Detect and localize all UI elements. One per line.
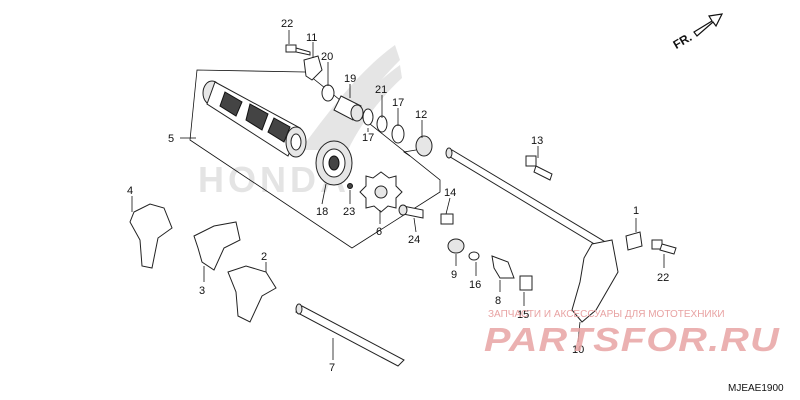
callout-22-top: 22 (281, 18, 293, 30)
watermark-tagline: ЗАПЧАСТИ И АКСЕССУАРЫ ДЛЯ МОТОТЕХНИКИ (488, 309, 725, 320)
callout-13: 13 (531, 135, 543, 147)
callout-12: 12 (415, 109, 427, 121)
direction-arrow-icon (693, 13, 724, 37)
callout-6: 6 (376, 226, 382, 238)
callout-17-upper: 17 (392, 97, 404, 109)
callout-2: 2 (261, 251, 267, 263)
watermark-logo: PARTSFOR.RU (484, 321, 780, 358)
callout-21: 21 (375, 84, 387, 96)
callouts: 22 11 20 19 21 17 17 12 13 5 18 23 6 14 … (127, 18, 669, 374)
callout-17-lower: 17 (362, 132, 374, 144)
shift-fork-right (227, 265, 277, 323)
drum-bearing (315, 140, 353, 186)
stopper-plate (491, 255, 515, 279)
plate-bolt (651, 239, 677, 255)
callout-8: 8 (495, 295, 501, 307)
callout-3: 3 (199, 285, 205, 297)
callout-18: 18 (316, 206, 328, 218)
callout-23: 23 (343, 206, 355, 218)
callout-15: 15 (517, 309, 529, 321)
direction-label: FR. (671, 30, 695, 52)
callout-11: 11 (306, 32, 317, 44)
shift-fork-center (193, 221, 241, 271)
callout-20: 20 (321, 51, 333, 63)
needle-bearing (333, 95, 364, 122)
callout-24: 24 (408, 234, 420, 246)
stopper-bolt (285, 44, 311, 56)
snap-ring (376, 115, 388, 133)
leader-lines (131, 30, 665, 360)
callout-1: 1 (633, 205, 639, 217)
callout-14: 14 (444, 187, 456, 199)
shift-washer (468, 251, 480, 261)
stopper-bolt-small (519, 275, 533, 291)
stopper-arm (303, 55, 323, 81)
callout-16: 16 (469, 279, 481, 291)
shift-fork-shaft (295, 303, 405, 367)
shift-drum-center (359, 171, 403, 213)
shift-spring (447, 238, 465, 254)
return-spring (402, 135, 433, 157)
shift-fork-left (129, 203, 173, 269)
callout-10: 10 (572, 344, 584, 356)
site-watermark: ЗАПЧАСТИ И АКСЕССУАРЫ ДЛЯ МОТОТЕХНИКИ PA… (484, 309, 780, 358)
callout-22-right: 22 (657, 272, 669, 284)
spindle-plate (625, 231, 643, 251)
callout-7: 7 (329, 362, 335, 374)
callout-5: 5 (168, 133, 174, 145)
callout-9: 9 (451, 269, 457, 281)
washer-b (391, 124, 405, 144)
washer-a (362, 108, 374, 126)
center-bolt (398, 204, 424, 219)
callout-19: 19 (344, 73, 356, 85)
front-direction-indicator: FR. (671, 13, 724, 52)
spindle-pin (525, 155, 553, 181)
shift-bolt (440, 213, 454, 225)
callout-4: 4 (127, 185, 133, 197)
shift-drum (202, 80, 307, 158)
collar (321, 84, 335, 102)
diagram-code: MJEAE1900 (728, 383, 784, 394)
gearshift-arm (571, 239, 619, 323)
dowel-pin (347, 183, 353, 189)
